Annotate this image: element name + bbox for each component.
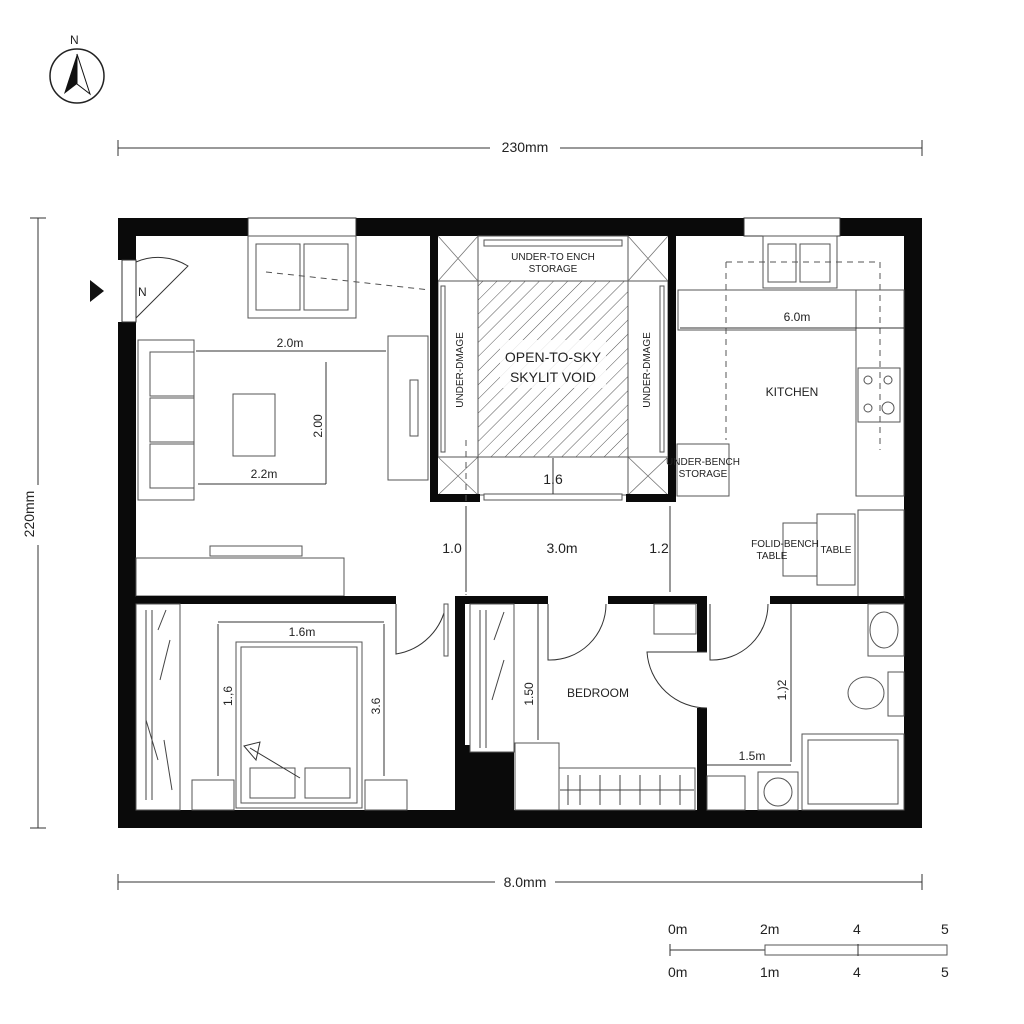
folding-bench-label: FOLID-BENCH xyxy=(751,539,819,550)
scale-bar: 0m 2m 4 5 0m 1m 4 5 xyxy=(668,921,949,980)
nightstand xyxy=(191,779,235,811)
bedroom1-width-label: 1.6m xyxy=(289,625,316,639)
under-bench-storage xyxy=(676,443,730,497)
interior-walls xyxy=(136,596,904,810)
top-dimension: 230mm xyxy=(117,138,923,156)
bathroom: 1.)2 1.5m xyxy=(706,603,905,811)
scale-top-label: 5 xyxy=(941,921,949,937)
wardrobe xyxy=(469,603,515,753)
kitchen-width-label: 6.0m xyxy=(784,310,811,324)
void-left-storage-label: UNDER-DMAGE xyxy=(455,332,466,408)
bedroom1-right-dim: 3.6 xyxy=(369,697,383,714)
entry-arrow-icon xyxy=(90,280,104,302)
desk xyxy=(135,545,345,597)
living-height-label: 2.00 xyxy=(311,414,325,438)
scale-top-label: 2m xyxy=(760,921,779,937)
hallway-dimensions: 1.0 3.0m 1.2 xyxy=(442,506,671,592)
kitchen-storage-label: UNDER-BENCH xyxy=(666,457,740,468)
storage-unit xyxy=(558,767,696,811)
sofa xyxy=(137,339,195,501)
bedroom2-dim: 1.50 xyxy=(522,682,536,706)
living-window xyxy=(247,235,431,319)
bedroom-2: 1.50 BEDROOM xyxy=(469,603,697,811)
toilet xyxy=(847,676,885,710)
scale-bottom-label: 1m xyxy=(760,964,779,980)
skylit-void: OPEN-TO-SKY SKYLIT VOID UNDER-TO ENCH ST… xyxy=(430,235,676,595)
void-right-storage-label: UNDER-DMAGE xyxy=(642,332,653,408)
living-dimensions: 2.0m 2.2m 2.00 xyxy=(196,336,386,485)
folding-bench-label2: TABLE xyxy=(757,551,788,562)
kitchen-label: KITCHEN xyxy=(766,385,819,399)
left-dimension: 220mm xyxy=(21,217,48,829)
bedroom-1: 1.6m 1.,6 3.6 xyxy=(135,603,408,811)
interior-doors xyxy=(395,603,769,709)
north-label: N xyxy=(70,33,79,47)
exterior-walls xyxy=(118,217,922,828)
void-depth-label: 1.6 xyxy=(543,471,563,487)
hall-dim-right: 1.2 xyxy=(649,540,669,556)
bedroom2-label: BEDROOM xyxy=(567,686,629,700)
living-width2-label: 2.2m xyxy=(251,467,278,481)
scale-bottom-label: 4 xyxy=(853,964,861,980)
scale-top-label: 4 xyxy=(853,921,861,937)
bottom-dimension: 8.0mm xyxy=(117,872,923,890)
pillow xyxy=(249,767,296,799)
table-label: TABLE xyxy=(821,545,852,556)
folding-bench xyxy=(782,522,818,577)
bathroom-height-label: 1.)2 xyxy=(775,679,789,700)
void-top-storage-label2: STORAGE xyxy=(529,264,578,275)
entry-label: N xyxy=(138,285,147,299)
scale-bottom-label: 0m xyxy=(668,964,687,980)
living-width-label: 2.0m xyxy=(277,336,304,350)
kitchen: 6.0m KITCHEN UNDER-BENCH STORAGE FOLID-B… xyxy=(666,235,905,599)
hall-dim-left: 1.0 xyxy=(442,540,462,556)
scale-top-label: 0m xyxy=(668,921,687,937)
bathroom-width-label: 1.5m xyxy=(739,749,766,763)
void-title-line2: SKYLIT VOID xyxy=(510,369,596,385)
bedroom1-left-dim: 1.,6 xyxy=(221,686,235,706)
tv-unit xyxy=(387,335,429,481)
pillow xyxy=(304,767,351,799)
bottom-dimension-label: 8.0mm xyxy=(504,874,547,890)
void-top-storage-label: UNDER-TO ENCH xyxy=(511,252,595,263)
top-dimension-label: 230mm xyxy=(502,139,549,155)
scale-bottom-label: 5 xyxy=(941,964,949,980)
coffee-table xyxy=(232,393,276,457)
cooktop xyxy=(857,367,901,423)
dining-table xyxy=(816,513,856,586)
left-dimension-label: 220mm xyxy=(21,491,37,538)
nightstand xyxy=(364,779,408,811)
north-arrow-icon: N xyxy=(49,33,105,104)
hall-dim-center: 3.0m xyxy=(546,540,577,556)
wardrobe xyxy=(135,603,181,811)
entry-door: N xyxy=(90,256,189,323)
void-title-line1: OPEN-TO-SKY xyxy=(505,349,602,365)
kitchen-storage-label2: STORAGE xyxy=(679,469,728,480)
